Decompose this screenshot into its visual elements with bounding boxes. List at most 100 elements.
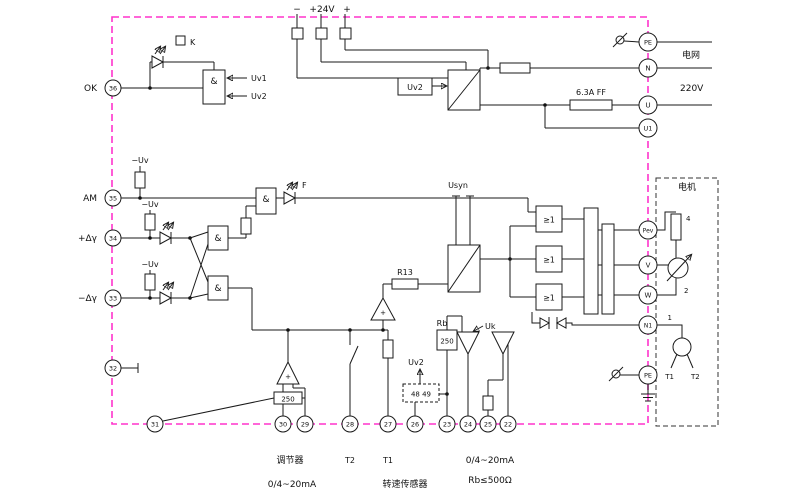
regulator-caption: 调节器 [276, 455, 303, 466]
motor-pin-1: 1 [668, 314, 672, 322]
terminal-square-24v [315, 27, 328, 40]
am-fault-section: AM 35 −Uv & F [83, 156, 536, 215]
pullup-resistor-icon [134, 171, 146, 189]
minus-delta-led-icon [160, 283, 173, 304]
rb-label: Rb [437, 319, 448, 328]
plus-delta-label: +Δγ [78, 234, 98, 244]
ok-monitor-section: OK 36 K & Uv1 Uv2 [84, 35, 267, 105]
motor-pin-2: 2 [684, 287, 688, 295]
grid-label: 电网 [682, 49, 700, 61]
uv1-input-label: Uv1 [251, 74, 267, 83]
series-resistor-icon [240, 217, 252, 235]
terminal-30-number: 30 [279, 421, 287, 429]
regulator-range-caption: 0/4~20mA [268, 480, 317, 490]
terminal-27-number: 27 [384, 421, 392, 429]
ok-led-icon [152, 47, 165, 68]
terminal-28-number: 28 [346, 421, 354, 429]
mains-section: PE N U U1 电网 220V 6.3A FF Uv2 [397, 32, 712, 138]
r13-label: R13 [397, 268, 413, 277]
sync-block [447, 244, 481, 293]
pullup-uv-label-1: −Uv [131, 156, 149, 165]
and-gate-ok-symbol: & [210, 77, 217, 87]
and-gate-down-symbol: & [214, 284, 221, 294]
terminal-pev-label: Pev [643, 228, 654, 235]
regulator-resistor-value: 250 [281, 396, 294, 404]
terminal-34-number: 34 [109, 235, 117, 243]
plus-delta-led-icon [160, 223, 173, 244]
terminal-31 [146, 415, 164, 433]
and-gate-up-symbol: & [214, 234, 221, 244]
terminal-29 [296, 415, 314, 433]
terminal-u1-label: U1 [644, 125, 653, 133]
motor-t2-label: T2 [690, 373, 700, 381]
uv2-source-label: Uv2 [407, 83, 423, 92]
terminal-31-group: 31 [146, 397, 275, 433]
summing-amplifier-section: + R13 [252, 268, 448, 332]
terminal-32-number: 32 [109, 365, 117, 373]
regulator-section: + 250 30 29 [273, 330, 314, 433]
pullup-resistor-icon [144, 273, 156, 291]
motor-pe-plug-icon [608, 366, 639, 382]
supply-minus-label: − [293, 5, 301, 15]
uv2-ref-label: Uv2 [408, 358, 424, 367]
speed-comparator-icon [456, 331, 480, 356]
regulator-plus-mark: + [285, 373, 291, 381]
feedback-range-caption: 0/4~20mA [466, 456, 515, 466]
pullup-resistor-icon [144, 213, 156, 231]
jumper-plug-label: 48 49 [411, 391, 431, 399]
output-coupling-block [601, 223, 615, 315]
thermistor-box-icon [382, 339, 394, 359]
terminal-pe-label: PE [644, 39, 652, 47]
terminal-30 [274, 415, 292, 433]
usyn-label: Usyn [448, 181, 468, 190]
terminal-25-number: 25 [484, 421, 492, 429]
and-gate-fault-symbol: & [262, 195, 269, 205]
regulator-opamp-icon [276, 360, 300, 385]
ground-icon [641, 384, 655, 402]
uv2-input-label: Uv2 [251, 92, 267, 101]
pulse-stage-section: ≥1 ≥1 ≥1 [480, 205, 639, 329]
minus-delta-label: −Δγ [78, 294, 98, 304]
and-gate-fault [255, 187, 277, 215]
t1-caption: T1 [382, 456, 393, 465]
terminal-motor-pe-label: PE [644, 372, 652, 380]
ok-terminal-label: OK [84, 84, 98, 94]
terminal-29-number: 29 [301, 421, 309, 429]
terminal-33-number: 33 [109, 295, 117, 303]
delta-gamma-section: +Δγ 34 −Δγ 33 −Uv −Uv & & [78, 200, 256, 330]
pullup-uv-label-3: −Uv [141, 260, 159, 269]
rb-limit-caption: Rb≤500Ω [468, 476, 512, 486]
motor-pin-4: 4 [686, 215, 691, 223]
speed-sensor-caption: 转速传感器 [382, 478, 427, 490]
uk-label: Uk [485, 322, 496, 331]
terminal-v-label: V [646, 262, 651, 270]
pullup-uv-label-2: −Uv [141, 200, 159, 209]
or-gate-2-symbol: ≥1 [543, 256, 555, 265]
motor-title: 电机 [678, 181, 696, 193]
and-gate-ok [202, 69, 226, 105]
terminal-25 [479, 415, 497, 433]
pe-plug-icon [612, 32, 640, 48]
fault-led-icon [284, 183, 297, 204]
terminal-22-number: 22 [504, 421, 512, 429]
sync-section: Usyn [447, 181, 481, 293]
tacho-icon [672, 337, 692, 357]
driver-stage-block [583, 207, 599, 315]
terminal-22 [499, 415, 517, 433]
terminal-35-number: 35 [109, 195, 117, 203]
t2-caption: T2 [344, 456, 355, 465]
grid-voltage-label: 220V [680, 84, 704, 94]
terminal-31-number: 31 [151, 421, 159, 429]
terminal-24-number: 24 [464, 421, 472, 429]
supply-plus-label: + [343, 5, 351, 15]
power-supply-block [447, 69, 481, 111]
feedback-section: 26 48 49 Uv2 23 Rb 250 Uk 24 25 22 [402, 315, 517, 433]
thyristor-pair-icon [531, 312, 567, 329]
terminal-square-minus [291, 27, 304, 40]
bottom-captions: 调节器 0/4~20mA T2 T1 转速传感器 0/4~20mA Rb≤500… [268, 455, 515, 490]
terminal-23-number: 23 [443, 421, 451, 429]
motor-section: 电机 Pev V W N1 PE 4 2 1 T1 T2 [608, 181, 700, 402]
terminal-square-plus [339, 27, 352, 40]
